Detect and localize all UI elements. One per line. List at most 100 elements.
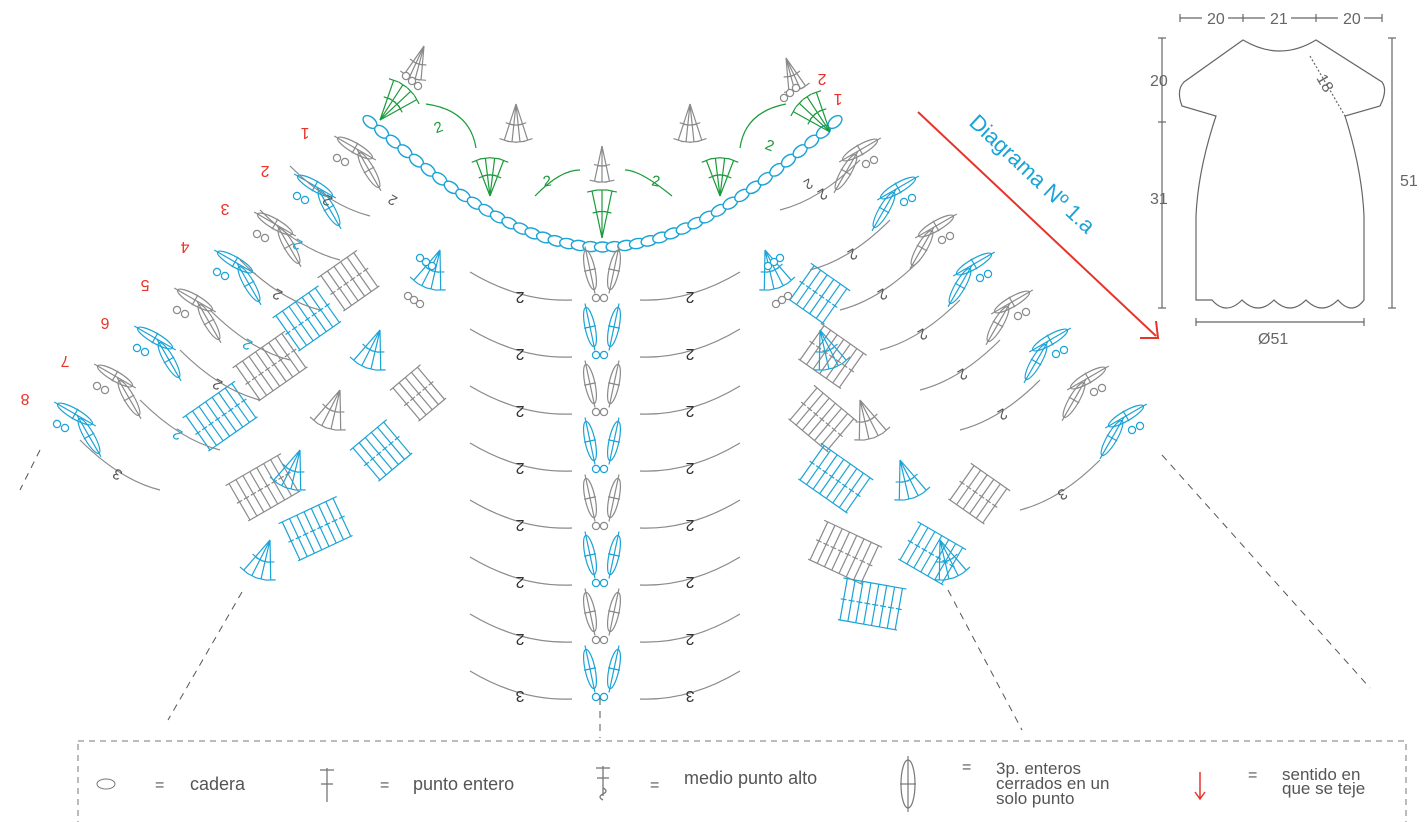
stitch-top (480, 157, 491, 160)
cluster-bar (323, 204, 335, 212)
cluster-stitch (914, 213, 958, 239)
block-base (837, 619, 898, 631)
stitch-top (817, 267, 825, 273)
stitch-post (899, 459, 927, 491)
stitch-top (285, 487, 297, 491)
stitch-top (846, 341, 854, 347)
chain-loop (1135, 421, 1145, 431)
stitch-fan (783, 57, 810, 93)
stitch-post (689, 103, 695, 142)
cluster-stitch (93, 363, 137, 389)
block-base (788, 298, 825, 325)
chain-loop (212, 267, 222, 277)
stitch-top (401, 374, 409, 381)
stitch-top (335, 429, 346, 431)
stitch-bar (388, 440, 394, 446)
stitch-top (842, 356, 851, 364)
center-right-count: 2 (685, 345, 694, 362)
stitch-bar (895, 481, 904, 483)
chain-arc (209, 309, 291, 361)
stitch-top (962, 566, 971, 574)
chain-loop (983, 269, 993, 279)
stitch-top (823, 519, 832, 525)
stitch-bar (298, 321, 304, 326)
stitch-post (819, 329, 847, 361)
cluster-bar (311, 180, 319, 192)
cluster-bar (878, 206, 890, 214)
chain-loop (1097, 383, 1107, 393)
stitch-bar (985, 498, 992, 504)
stitch-top (894, 499, 905, 501)
stitch-bar (855, 421, 864, 423)
cluster-stitch (990, 289, 1034, 315)
stitch-top (759, 289, 770, 291)
chain-loop (975, 273, 985, 283)
stitch-post (785, 57, 806, 87)
stitch-fan (759, 249, 796, 291)
chain-loop (132, 343, 142, 353)
cluster-bar (584, 382, 596, 386)
row-number-right: 1 (833, 90, 842, 107)
stitch-top (970, 462, 978, 469)
cluster-stitch (116, 376, 142, 420)
stitch-bar (221, 412, 227, 417)
stitch-fan (239, 539, 276, 581)
stitch-block (225, 453, 301, 522)
chain-arc (639, 328, 741, 358)
chain-arc (879, 299, 961, 351)
block-base (798, 358, 842, 390)
stitch-top (298, 294, 306, 301)
stitch-bar (914, 543, 921, 548)
chain-loop (1059, 345, 1069, 355)
cluster-stitch (582, 531, 598, 579)
stitch-top (321, 499, 330, 504)
stitch-bar (830, 545, 837, 550)
chain-loop (777, 295, 787, 305)
top-chain-count: 2 (432, 118, 446, 137)
stitch-bar (852, 556, 859, 560)
stitch-post (313, 389, 341, 421)
stitch-top (938, 533, 946, 539)
height-bottom-label: 31 (1150, 191, 1168, 208)
stitch-bar (291, 325, 298, 331)
stitch-bar (848, 599, 855, 602)
cluster-bar (584, 553, 596, 557)
stitch-post (339, 389, 342, 431)
stitch-bar (208, 421, 214, 426)
stitch-post (898, 459, 901, 501)
stitch-top (813, 384, 821, 391)
stitch-post (859, 399, 879, 436)
row-number-left: 2 (260, 162, 269, 179)
stitch-top (188, 408, 197, 414)
stitch-bar (848, 368, 855, 373)
stitch-bar (835, 478, 842, 484)
stitch-post (719, 158, 726, 197)
top-chain-count: 2 (650, 172, 661, 190)
chain-arc (139, 399, 221, 451)
guide-line (947, 589, 1023, 731)
chain-loop (599, 407, 609, 417)
stitch-post (719, 160, 735, 197)
stitch-top (238, 358, 247, 364)
stitch-bar (842, 363, 848, 368)
chain-loop (332, 153, 342, 163)
stitch-block (389, 364, 447, 422)
stitch-top (367, 429, 375, 436)
chain-loop (100, 385, 110, 395)
cluster-bar (584, 667, 596, 671)
block-base (208, 416, 258, 452)
stitch-top (255, 577, 267, 581)
stitch-bar (416, 391, 422, 397)
stitch-top (361, 434, 369, 441)
stitch-top (195, 403, 203, 410)
stitch-top (215, 389, 223, 396)
stitch-top (314, 502, 323, 508)
stitch-top (336, 259, 345, 265)
chain-loop (1021, 307, 1031, 317)
cluster-bar (203, 318, 215, 326)
cluster-stitch (1023, 340, 1049, 384)
stitch-top (728, 158, 739, 163)
chain-loop (771, 299, 781, 309)
cluster-bar (584, 268, 596, 272)
stitch-fan (934, 539, 971, 581)
